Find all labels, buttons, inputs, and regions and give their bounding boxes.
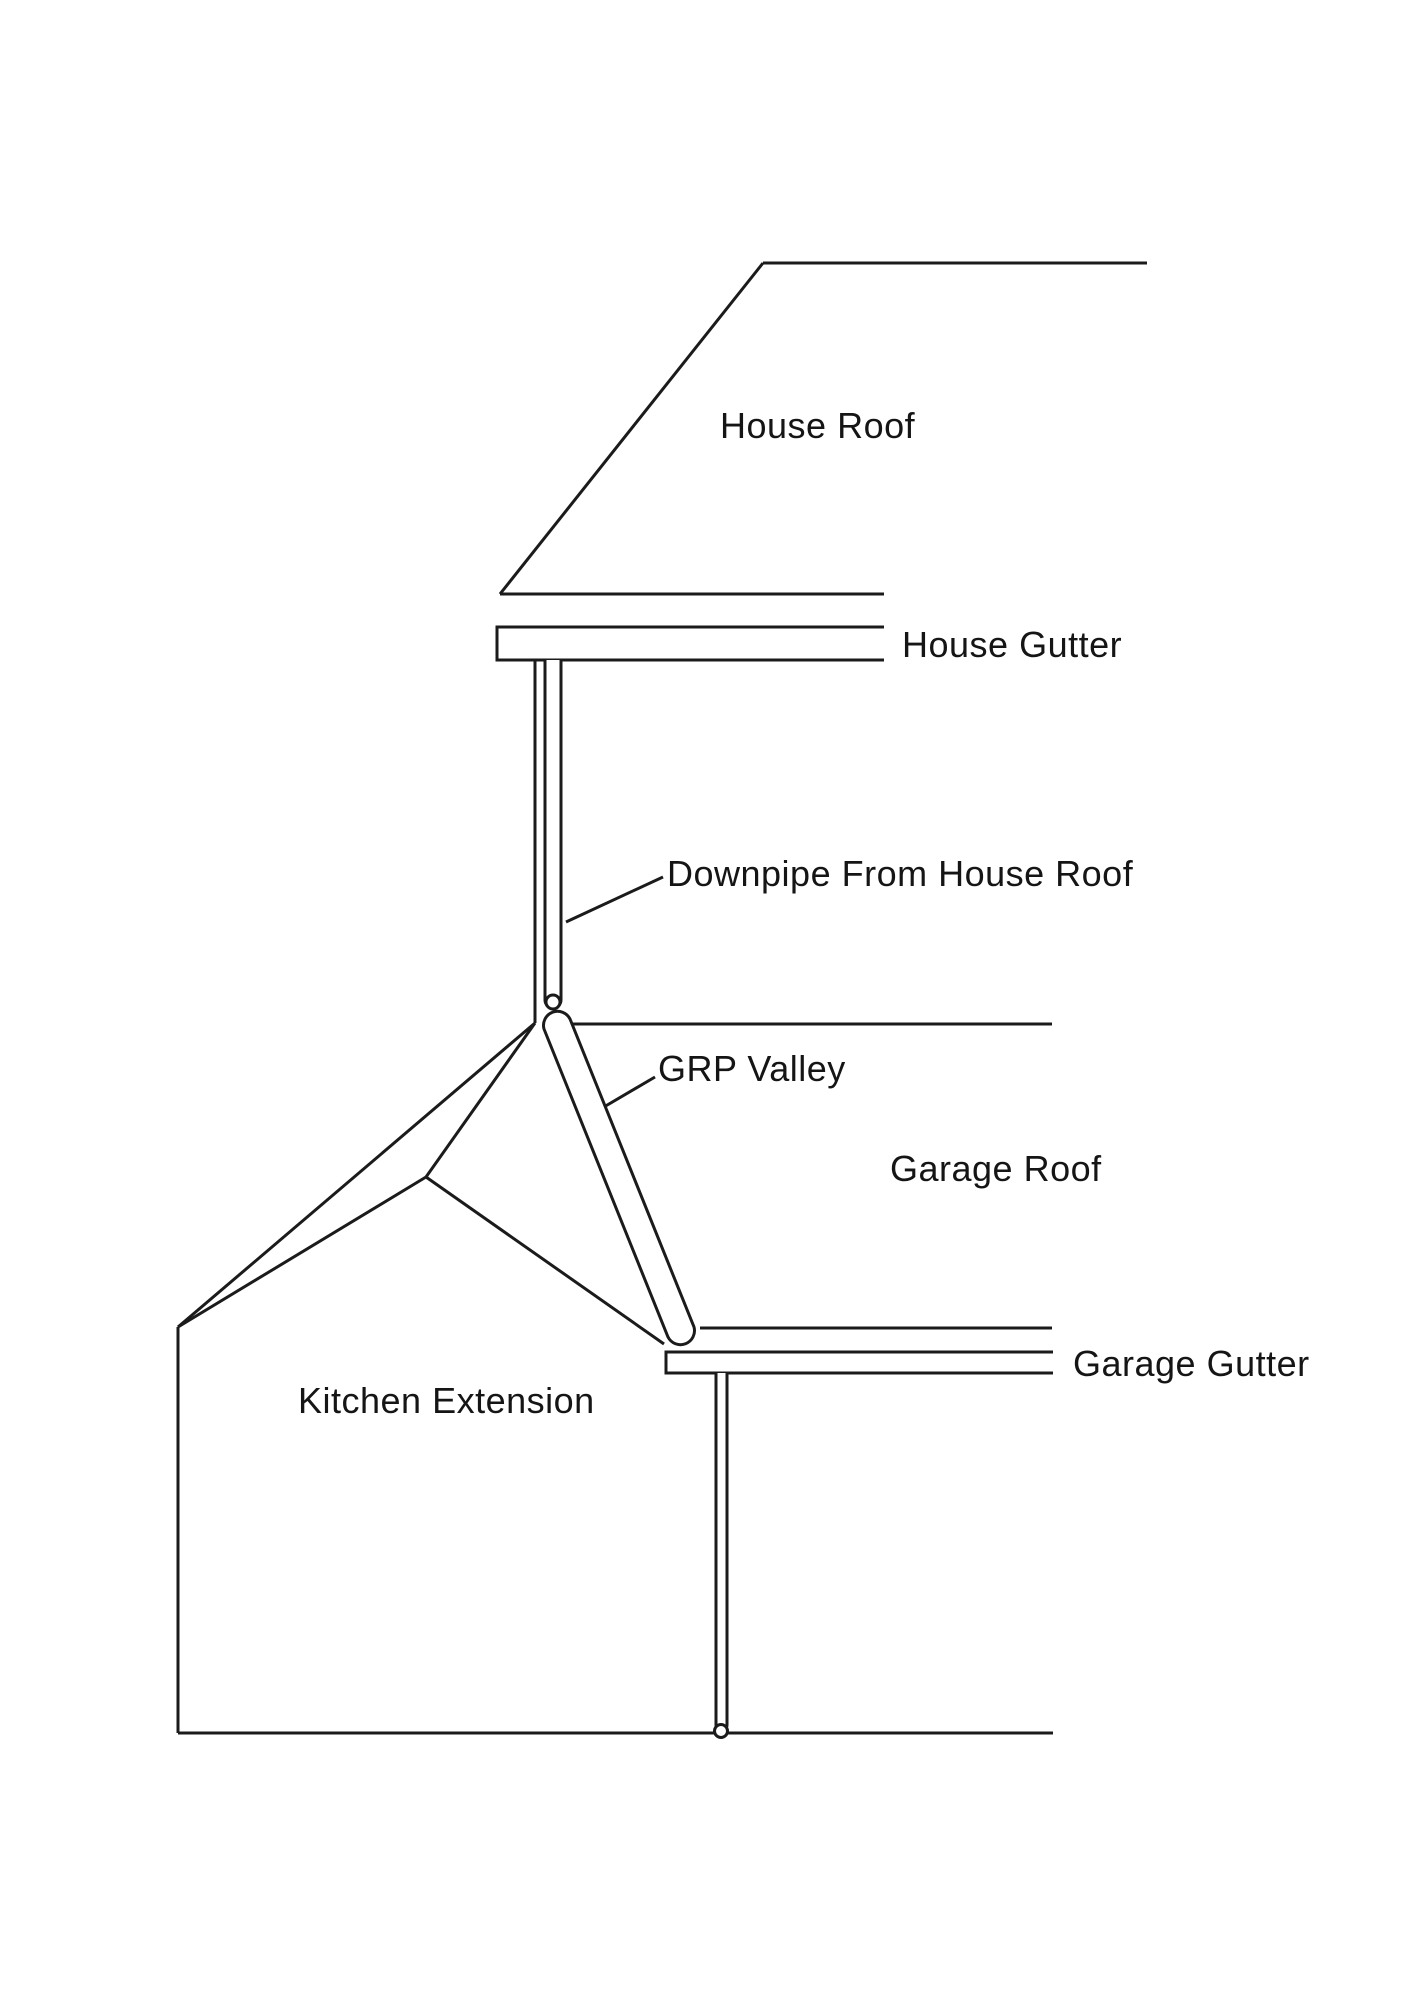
kitchen-hip-line-left <box>177 1175 427 1329</box>
kitchen-roof-slope-line <box>177 1021 536 1329</box>
kitchen-hip-line-upper <box>424 1022 537 1178</box>
grp-valley-capsule <box>542 1009 696 1347</box>
garage-downpipe-outlet-circle <box>713 1723 729 1739</box>
house-roof-label: House Roof <box>720 405 916 446</box>
garage-roof-label: Garage Roof <box>890 1148 1102 1189</box>
house-downpipe-outlet-circle <box>544 993 562 1011</box>
garage-gutter-outline <box>664 1350 1053 1375</box>
garage-gutter-label: Garage Gutter <box>1073 1343 1310 1384</box>
house-gutter-label: House Gutter <box>902 624 1122 665</box>
downpipe-label-leader-line <box>565 875 664 924</box>
house-downpipe-outline <box>543 660 563 1010</box>
garage-downpipe-outline <box>714 1373 729 1732</box>
downpipe-from-house-roof-label: Downpipe From House Roof <box>667 853 1134 894</box>
house-roof-slope-line <box>498 262 765 595</box>
house-gutter-outline <box>495 625 884 662</box>
kitchen-extension-label: Kitchen Extension <box>298 1380 595 1421</box>
grp-valley-label: GRP Valley <box>658 1048 846 1089</box>
kitchen-valley-intersection-line <box>425 1175 665 1346</box>
